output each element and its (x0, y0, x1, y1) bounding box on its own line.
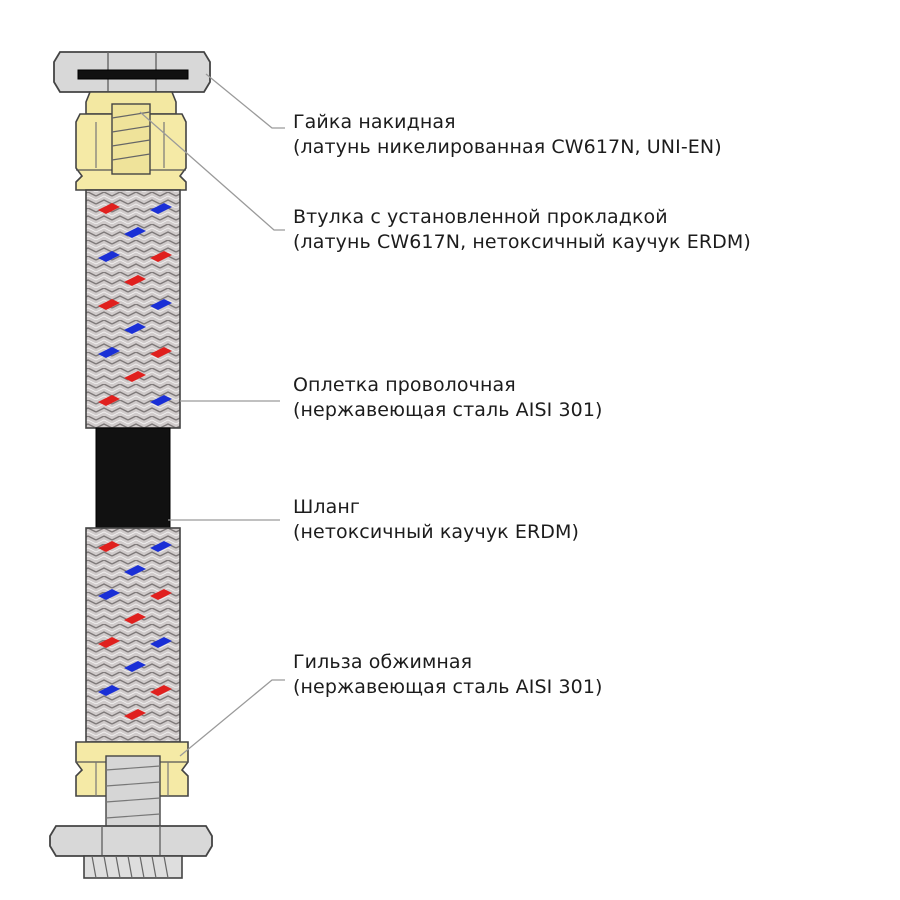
red-thread-mark (124, 613, 146, 624)
red-thread-mark (150, 347, 172, 358)
blue-thread-mark (98, 685, 120, 696)
lower-braid-color-threads (98, 541, 172, 720)
blue-thread-mark (124, 323, 146, 334)
blue-thread-mark (150, 395, 172, 406)
label-hose-material: (нетоксичный каучук ERDM) (293, 521, 580, 543)
blue-thread-mark (150, 541, 172, 552)
label-union-nut: Гайка накидная (латунь никелированная CW… (293, 110, 722, 160)
bottom-thread (83, 855, 183, 879)
red-thread-mark (98, 203, 120, 214)
red-thread-mark (124, 709, 146, 720)
leader-line-crimp-sleeve (179, 679, 285, 757)
red-thread-mark (124, 275, 146, 286)
blue-thread-mark (124, 565, 146, 576)
blue-thread-mark (150, 203, 172, 214)
blue-thread-mark (98, 251, 120, 262)
label-crimp-sleeve: Гильза обжимная (нержавеющая сталь AISI … (293, 650, 603, 700)
blue-thread-mark (98, 589, 120, 600)
top-sleeve-with-gasket (75, 91, 187, 191)
label-braid: Оплетка проволочная (нержавеющая сталь A… (293, 373, 603, 423)
label-hose-title: Шланг (293, 496, 361, 518)
red-thread-mark (98, 541, 120, 552)
leader-line-union-nut (205, 73, 285, 129)
bottom-hex-nut (49, 825, 213, 857)
label-union-nut-title: Гайка накидная (293, 111, 456, 133)
upper-wire-braid (85, 189, 181, 429)
red-thread-mark (98, 637, 120, 648)
leader-line-sleeve (139, 111, 285, 231)
label-braid-material: (нержавеющая сталь AISI 301) (293, 399, 603, 421)
bottom-fitting-nipple (105, 755, 161, 829)
label-sleeve-title: Втулка с установленной прокладкой (293, 206, 668, 228)
red-thread-mark (150, 685, 172, 696)
label-crimp-sleeve-material: (нержавеющая сталь AISI 301) (293, 676, 603, 698)
label-braid-title: Оплетка проволочная (293, 374, 516, 396)
red-thread-mark (150, 589, 172, 600)
red-thread-mark (98, 395, 120, 406)
upper-braid-color-threads (98, 203, 172, 406)
red-thread-mark (98, 299, 120, 310)
blue-thread-mark (150, 637, 172, 648)
blue-thread-mark (124, 227, 146, 238)
blue-thread-mark (98, 347, 120, 358)
label-union-nut-material: (латунь никелированная CW617N, UNI-EN) (293, 136, 722, 158)
label-crimp-sleeve-title: Гильза обжимная (293, 651, 473, 673)
top-union-nut (53, 51, 211, 93)
blue-thread-mark (124, 661, 146, 672)
label-sleeve: Втулка с установленной прокладкой (латун… (293, 205, 751, 255)
lower-wire-braid (85, 527, 181, 743)
label-hose: Шланг (нетоксичный каучук ERDM) (293, 495, 579, 545)
blue-thread-mark (150, 299, 172, 310)
rubber-hose (95, 427, 171, 529)
leader-lines (139, 73, 285, 757)
red-thread-mark (124, 371, 146, 382)
label-sleeve-material: (латунь CW617N, нетоксичный каучук ERDM) (293, 231, 751, 253)
red-thread-mark (150, 251, 172, 262)
